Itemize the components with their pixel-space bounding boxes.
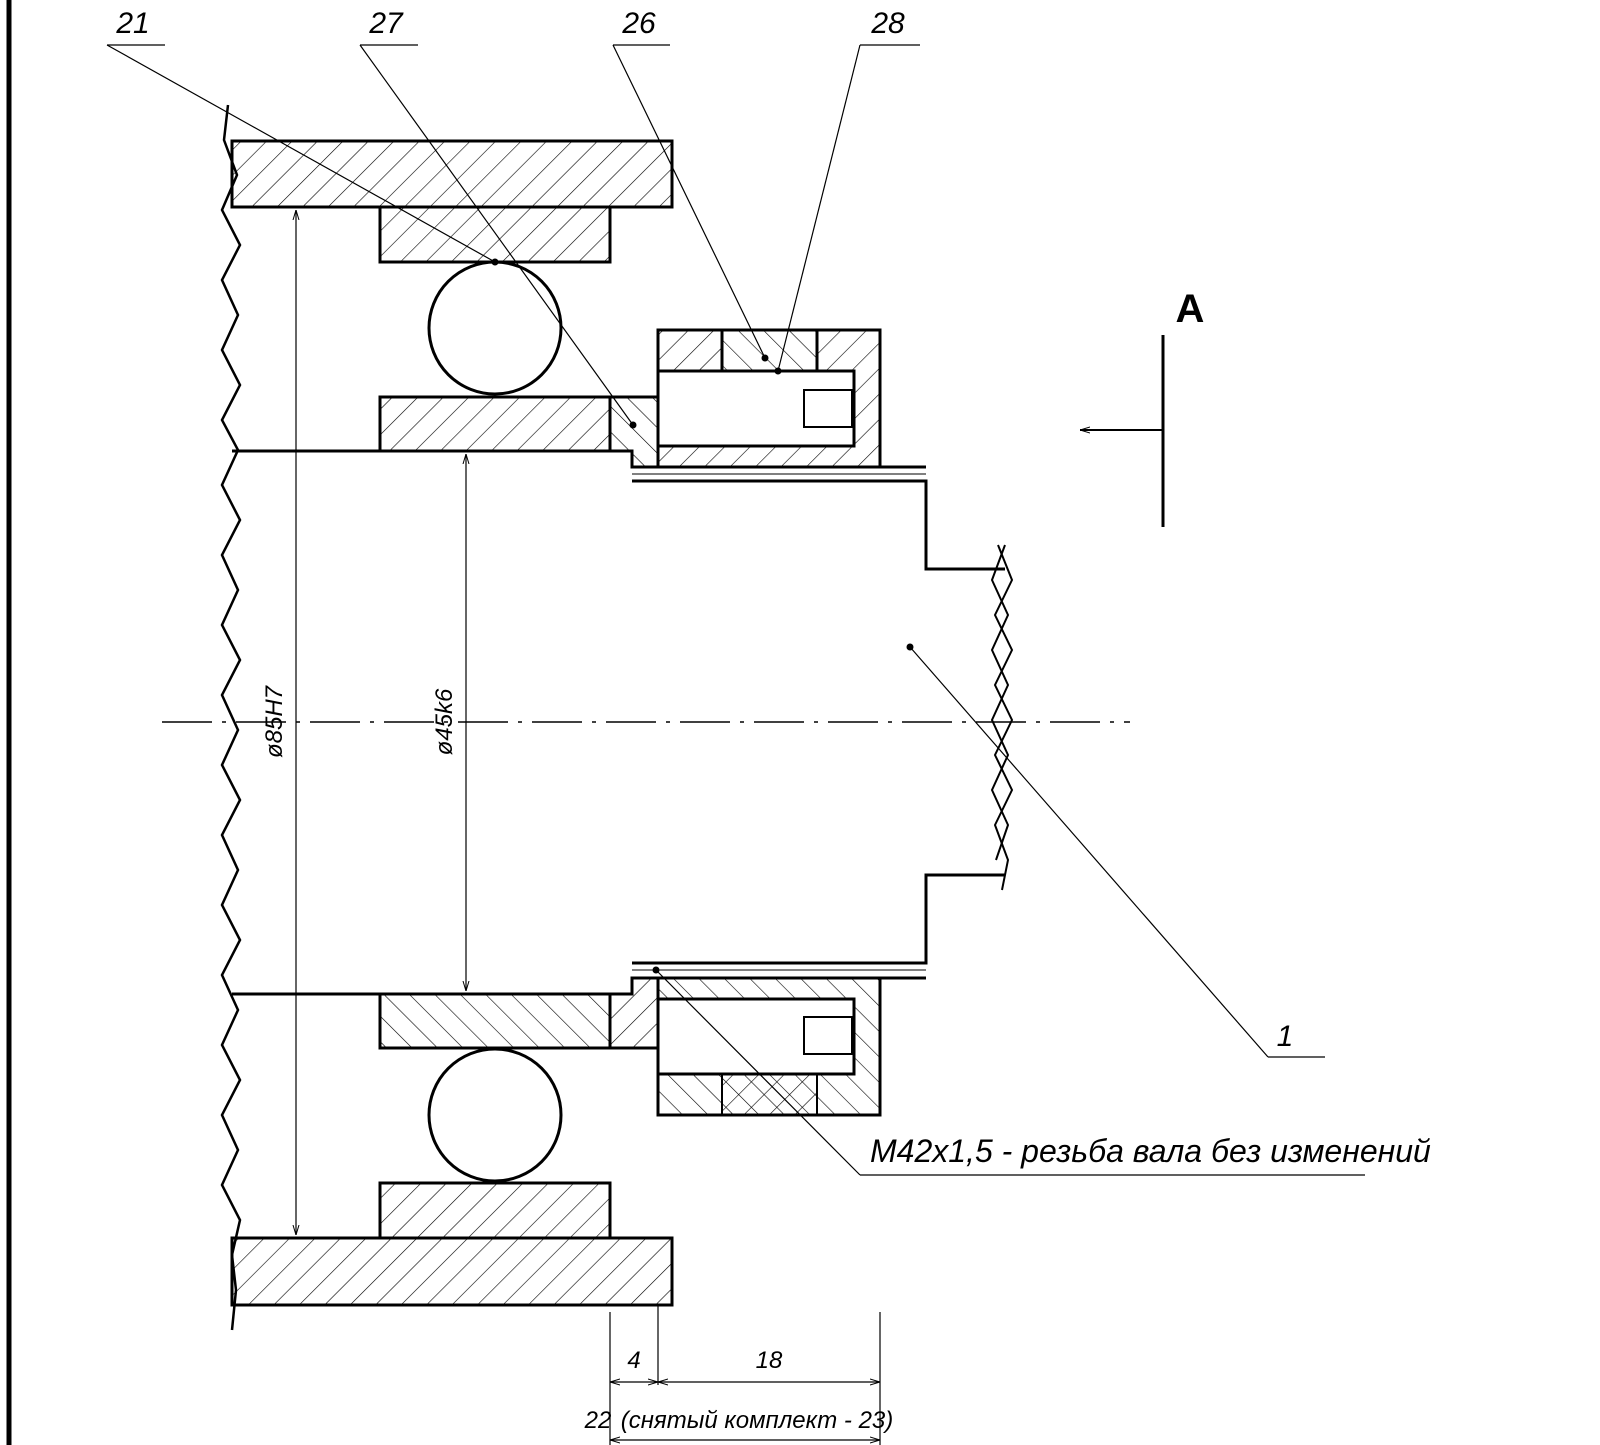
removed-set-note: (снятый комплект - 23) xyxy=(621,1407,894,1434)
leader-line-28 xyxy=(777,44,861,372)
nut-keyway-bottom xyxy=(803,1016,853,1055)
view-label: A xyxy=(1176,287,1205,331)
dim-shaft-dia: ø45k6 xyxy=(431,688,458,755)
leader-dot-28 xyxy=(774,367,782,375)
leader-label-1: 1 xyxy=(1277,1020,1294,1053)
dim-total-22: 22 xyxy=(584,1407,612,1434)
leader-dot-27 xyxy=(629,421,637,429)
housing-bottom xyxy=(230,1236,674,1307)
dim-width-4: 4 xyxy=(627,1347,640,1374)
round-nut-slot-hatch-bottom xyxy=(721,1073,818,1116)
leader-label-27: 27 xyxy=(368,7,404,40)
leader-line-thread xyxy=(655,969,861,1176)
lock-washer-bottom xyxy=(608,976,660,1050)
leader-line-27 xyxy=(359,44,634,426)
nut-keyway-top xyxy=(803,389,853,428)
break-line-housing-left xyxy=(220,104,242,1331)
bearing-ball-top xyxy=(427,260,563,396)
leader-line-1 xyxy=(909,646,1269,1058)
leader-dot-21 xyxy=(491,258,499,266)
break-line-shaft-2 xyxy=(990,544,1010,861)
leader-line-21 xyxy=(106,44,496,263)
leader-label-26: 26 xyxy=(621,7,656,40)
break-line-shaft xyxy=(993,544,1014,891)
bearing-inner-ring-top xyxy=(378,395,612,453)
dim-bore-dia: ø85H7 xyxy=(261,684,288,758)
bearing-ball-bottom xyxy=(427,1047,563,1183)
leader-label-28: 28 xyxy=(870,7,905,40)
shaft-outline xyxy=(232,449,1005,996)
dim-width-18: 18 xyxy=(756,1347,783,1374)
leader-label-21: 21 xyxy=(115,7,149,40)
bearing-outer-ring-bottom xyxy=(378,1181,612,1240)
leader-dot-26 xyxy=(761,354,769,362)
bearing-inner-ring-bottom xyxy=(378,992,612,1050)
lock-washer-top xyxy=(608,395,660,469)
bearing-outer-ring-top xyxy=(378,205,612,264)
thread-note: M42x1,5 - резьба вала без изменений xyxy=(870,1133,1431,1169)
round-nut-slot-hatch-top xyxy=(721,329,818,372)
leader-line-26 xyxy=(612,44,766,359)
